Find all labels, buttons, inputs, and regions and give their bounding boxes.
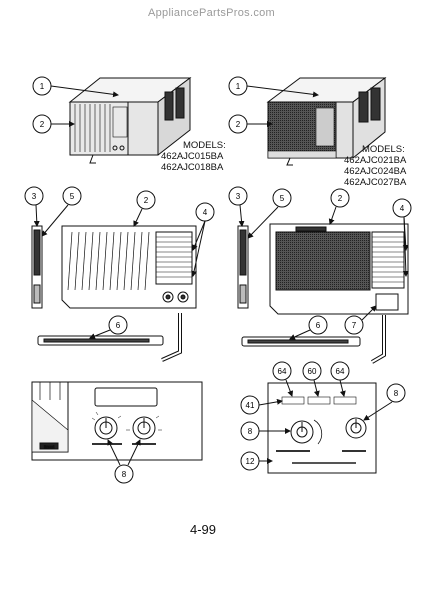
side-panel-right	[237, 225, 249, 309]
callout-60: 60	[302, 361, 322, 397]
bottom-rail-left	[37, 335, 164, 346]
callout-2b: 2	[228, 114, 273, 134]
bottom-rail-right	[241, 336, 361, 347]
svg-text:1: 1	[40, 82, 45, 91]
callout-3b: 3	[228, 186, 248, 227]
model-item: 462AJC018BA	[161, 162, 224, 173]
brand-logo: Bryant	[44, 445, 54, 449]
callout-5b: 5	[247, 188, 292, 239]
svg-text:7: 7	[352, 321, 357, 330]
ac-unit-right	[266, 77, 387, 159]
ac-unit-left	[68, 77, 192, 156]
model-item: 462AJC027BA	[344, 177, 407, 188]
callout-8b: 8	[240, 421, 291, 441]
grille-arrow-right	[286, 157, 293, 166]
callout-4a: 4	[191, 202, 215, 277]
callout-2c: 2	[133, 190, 156, 227]
callout-8a: 8	[107, 439, 141, 484]
model-item: 462AJC021BA	[344, 155, 407, 166]
svg-text:64: 64	[278, 367, 287, 376]
callout-6a: 6	[89, 315, 128, 339]
svg-text:6: 6	[316, 321, 321, 330]
front-grille-right	[269, 223, 409, 315]
models-heading-right: MODELS:	[362, 144, 405, 155]
callout-6b: 6	[289, 315, 328, 340]
models-heading-left: MODELS:	[183, 140, 226, 151]
callout-8c: 8	[363, 383, 406, 421]
callout-4b: 4	[392, 198, 412, 277]
svg-text:60: 60	[308, 367, 317, 376]
page-number: 4-99	[190, 522, 217, 537]
svg-text:8: 8	[122, 470, 127, 479]
callout-5a: 5	[41, 186, 82, 237]
svg-text:41: 41	[246, 401, 255, 410]
svg-text:8: 8	[394, 389, 399, 398]
control-panel-left: Bryant	[31, 381, 203, 461]
models-list-left: MODELS: 462AJC015BA 462AJC018BA	[161, 140, 226, 173]
svg-text:1: 1	[236, 82, 241, 91]
callout-3a: 3	[24, 186, 44, 227]
callout-64a: 64	[272, 361, 294, 397]
svg-text:3: 3	[32, 192, 37, 201]
svg-text:3: 3	[236, 192, 241, 201]
callout-2a: 2	[32, 114, 75, 134]
front-grille-left	[61, 225, 197, 309]
svg-text:8: 8	[248, 427, 253, 436]
svg-text:64: 64	[336, 367, 345, 376]
svg-text:2: 2	[40, 120, 45, 129]
callout-64b: 64	[330, 361, 350, 397]
svg-text:2: 2	[144, 196, 149, 205]
svg-text:12: 12	[246, 457, 255, 466]
svg-text:5: 5	[70, 192, 75, 201]
watermark: AppliancePartsPros.com	[147, 7, 276, 19]
svg-text:2: 2	[338, 194, 343, 203]
grille-arrow-left	[89, 154, 96, 164]
model-item: 462AJC015BA	[161, 151, 224, 162]
callout-7: 7	[344, 305, 377, 335]
models-list-right: MODELS: 462AJC021BA 462AJC024BA 462AJC02…	[344, 144, 406, 188]
callout-1b: 1	[228, 76, 319, 98]
callout-41: 41	[240, 395, 283, 415]
svg-text:2: 2	[236, 120, 241, 129]
svg-text:5: 5	[280, 194, 285, 203]
callout-2d: 2	[328, 188, 350, 225]
model-item: 462AJC024BA	[344, 166, 407, 177]
svg-text:6: 6	[116, 321, 121, 330]
callout-1a: 1	[32, 76, 119, 98]
svg-text:4: 4	[400, 204, 405, 213]
svg-text:4: 4	[203, 208, 208, 217]
callout-12: 12	[240, 451, 273, 471]
side-panel-left	[31, 225, 43, 309]
control-panel-right	[267, 382, 377, 474]
